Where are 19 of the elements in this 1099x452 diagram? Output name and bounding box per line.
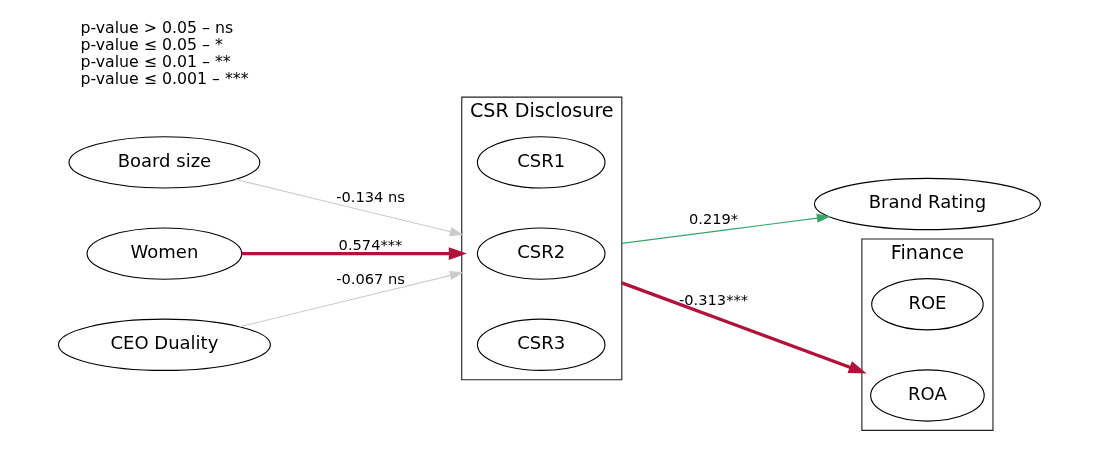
edge-label: 0.574*** bbox=[338, 235, 403, 253]
edge-label: -0.134 ns bbox=[336, 188, 405, 206]
arrow bbox=[235, 178, 464, 237]
edge-label: -0.313*** bbox=[679, 290, 749, 308]
arrow bbox=[621, 213, 831, 244]
node-ellipse: CSR1 bbox=[476, 136, 606, 189]
arrow bbox=[238, 270, 464, 328]
arrow bbox=[621, 281, 867, 374]
edge-label: -0.067 ns bbox=[336, 270, 405, 288]
node-ellipse: Board size bbox=[68, 136, 261, 189]
node-ellipse: CEO Duality bbox=[57, 318, 271, 371]
node-ellipse: CSR3 bbox=[476, 318, 606, 371]
node-ellipse: ROE bbox=[871, 278, 984, 331]
node-ellipse: Women bbox=[86, 227, 243, 280]
arrow bbox=[241, 247, 467, 260]
node-ellipse: CSR2 bbox=[476, 227, 606, 280]
edge-label: 0.219* bbox=[688, 209, 739, 227]
label: p-value > 0.05 – ns bbox=[80, 18, 234, 38]
node-ellipse: ROA bbox=[870, 369, 985, 422]
